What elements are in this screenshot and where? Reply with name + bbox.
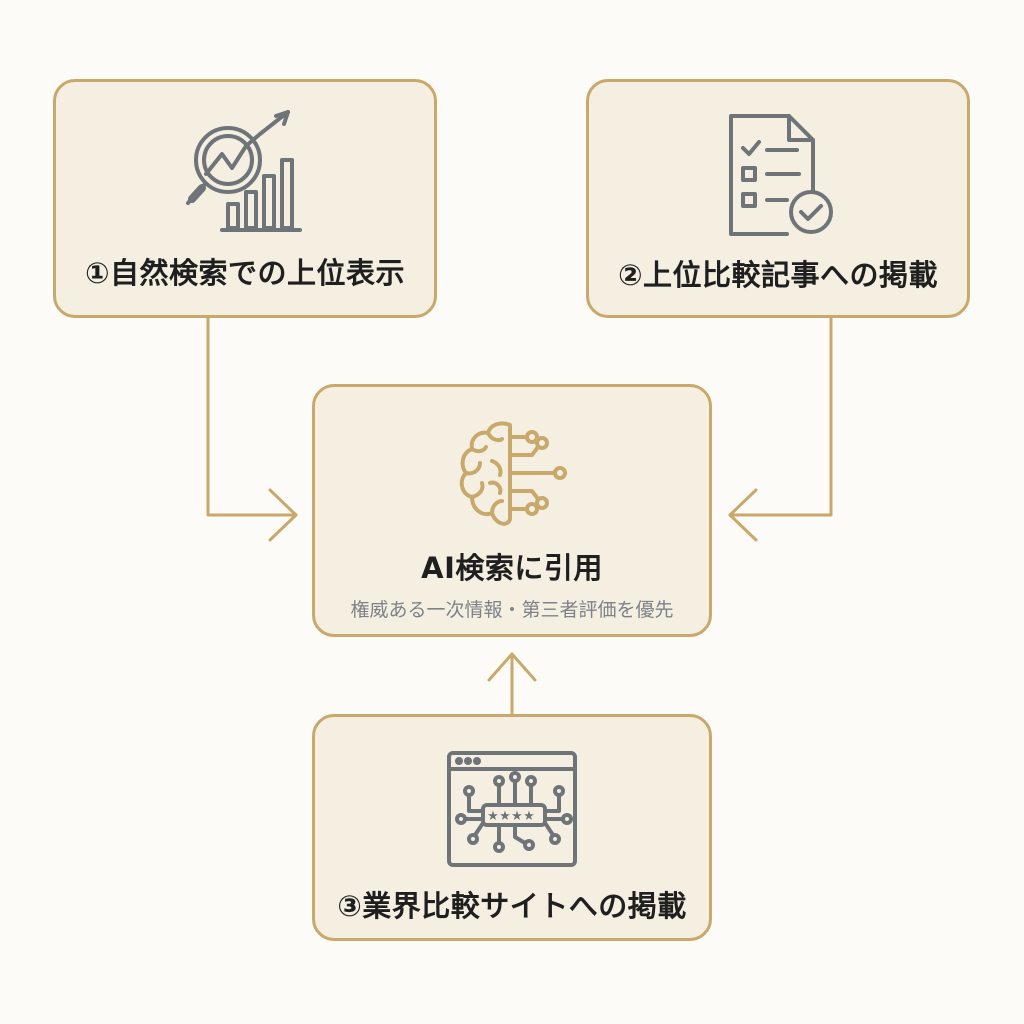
arrowhead-comparison [728,488,758,542]
node-industry-label: ③業界比較サイトへの掲載 [337,889,687,923]
node-ai-citation: AI検索に引用 権威ある一次情報・第三者評価を優先 [312,384,712,637]
node-organic-label: ①自然検索での上位表示 [84,256,406,290]
node-comparison-label: ②上位比較記事への掲載 [617,258,939,292]
arrowhead-organic [268,488,298,542]
node-ai-citation-sublabel: 権威ある一次情報・第三者評価を優先 [350,599,674,621]
node-ai-citation-label: AI検索に引用 [421,551,603,585]
node-industry-sites: ★★★★ ③業界比較サイトへの掲載 [312,714,712,941]
ai-brain-circuit-icon [459,421,567,526]
node-comparison-articles: ②上位比較記事への掲載 [586,79,970,318]
arrow-comparison-to-ai [728,316,833,517]
svg-text:★: ★ [511,809,523,824]
arrowhead-industry [487,652,537,682]
svg-text:★: ★ [487,809,499,824]
node-organic-search: ①自然検索での上位表示 [53,79,437,318]
search-growth-chart-icon [186,110,302,232]
checklist-document-icon [729,114,833,236]
svg-text:★: ★ [499,809,511,824]
svg-text:★: ★ [523,809,535,824]
arrow-organic-to-ai [206,316,298,517]
rating-website-icon: ★★★★ [447,751,577,867]
